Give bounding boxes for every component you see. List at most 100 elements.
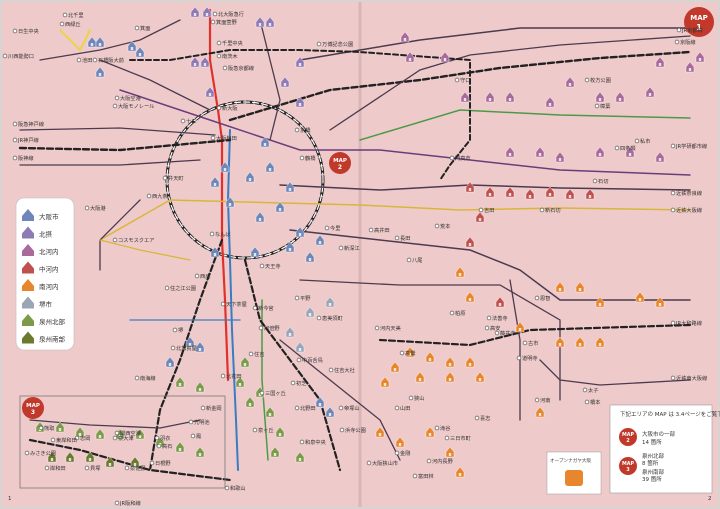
legend-label: 泉州北部	[39, 317, 66, 326]
station-label: 光明池	[194, 418, 210, 426]
station-label: JR京都線	[681, 26, 703, 34]
legend-house-icon	[22, 279, 34, 291]
station-kintetsu_minami: 近鉄南大阪線	[670, 374, 707, 382]
station-hankyu_kyoto: 阪急京都線	[222, 64, 254, 72]
house-marker-icon	[225, 196, 235, 208]
station-dot	[50, 437, 56, 443]
station-label: 住吉大社	[334, 366, 355, 374]
info-map3-desc4: 39 箇所	[642, 475, 662, 483]
station-dot	[670, 143, 676, 149]
station-bampaku: 万博記念公園	[316, 40, 353, 48]
legend-label: 大阪市	[39, 212, 59, 221]
station-label: 大阪港	[90, 204, 106, 212]
station-label: 箕面	[140, 24, 150, 32]
map2-badge-inline: MAP 2	[329, 152, 351, 174]
station-ishibashi: 石橋阪大前	[92, 56, 124, 64]
map2-badge-top: MAP	[333, 158, 347, 164]
house-marker-icon	[485, 91, 495, 103]
station-namba: なんば	[209, 230, 231, 238]
legend-house-icon	[22, 226, 34, 239]
station-sayama: 狭山	[408, 394, 424, 402]
house-marker-icon	[255, 16, 265, 28]
station-tadaoka: 忠岡	[74, 435, 90, 442]
station-label: 天王寺	[265, 263, 281, 270]
station-label: 三国ヶ丘	[265, 390, 286, 397]
house-marker-icon	[460, 91, 470, 103]
station-kumatori: 熊取	[38, 424, 55, 432]
station-label: 近鉄大阪線	[676, 206, 702, 214]
station-minoo_kayano: 箕面萱野	[210, 18, 238, 26]
house-marker-icon	[535, 146, 545, 158]
house-marker-icon	[325, 406, 335, 418]
station-sumiyoshitaisha: 住吉大社	[328, 366, 355, 374]
station-keihan: 京阪線	[674, 38, 696, 46]
station-label: 池田	[82, 56, 92, 64]
station-label: JR大和路線	[675, 319, 702, 327]
station-misakikoen: みさき公園	[24, 450, 56, 457]
house-marker-icon	[265, 161, 275, 173]
station-takayasu: 高安	[484, 324, 500, 332]
hankyu-kyoto-line	[299, 27, 691, 61]
station-kaizuka: 貝塚	[84, 464, 100, 472]
station-label: 高鷲	[405, 349, 415, 357]
station-dot	[220, 301, 226, 307]
station-dot	[594, 103, 600, 109]
legend-item: 泉州南部	[22, 331, 66, 344]
nose-electric-line	[59, 29, 91, 52]
house-marker-icon	[545, 96, 555, 108]
station-dot	[172, 327, 178, 333]
station-label: 阪急神戸線	[18, 120, 44, 128]
station-dot	[584, 399, 590, 405]
blue-line	[226, 129, 239, 471]
station-dot	[614, 145, 620, 151]
station-kashiwara: 柏原	[449, 309, 465, 317]
house-marker-icon	[210, 176, 220, 188]
house-marker-icon	[295, 96, 305, 108]
domyoji-line	[509, 279, 521, 421]
station-dot	[486, 315, 492, 321]
station-senrichuo: 千里中央	[216, 39, 244, 47]
house-marker-icon	[695, 51, 705, 63]
station-takaida: 高井田	[368, 226, 390, 234]
station-label: 恵美須町	[322, 314, 343, 322]
station-label: 高安	[490, 324, 500, 332]
station-label: 四条畷	[620, 144, 636, 152]
house-marker-icon	[555, 281, 565, 293]
house-marker-icon	[270, 446, 280, 458]
house-marker-icon	[202, 6, 212, 18]
house-marker-icon	[625, 146, 635, 158]
station-dot	[62, 12, 68, 18]
house-marker-icon	[275, 426, 285, 438]
station-shinosaka: 新大阪	[216, 104, 238, 112]
station-label: 古市	[528, 339, 538, 347]
nose-line	[39, 19, 181, 61]
station-label: 太子	[588, 386, 598, 394]
station-label: 日根野	[155, 459, 171, 467]
station-dot	[316, 41, 322, 47]
house-marker-icon	[465, 181, 475, 193]
station-dot	[406, 257, 412, 263]
station-kawachiamami: 河内天美	[374, 324, 401, 332]
station-moriguchi: 守口	[454, 76, 470, 84]
station-kishi: 喜志	[474, 414, 490, 422]
house-marker-icon	[175, 441, 185, 453]
station-label: 住之江公園	[170, 284, 196, 292]
station-label: 羽衣	[160, 434, 170, 442]
station-label: 近鉄南大阪線	[676, 374, 707, 382]
station-shinimamiya: 新今宮	[252, 304, 274, 312]
house-marker-icon	[135, 428, 145, 440]
station-kitaosakakyuko: 北大阪急行	[212, 10, 244, 18]
station-dot	[156, 443, 162, 449]
house-marker-icon	[565, 188, 575, 200]
station-dot	[394, 235, 400, 241]
station-dot	[12, 155, 18, 161]
station-dot	[112, 435, 118, 441]
station-nankai: 南海線	[134, 374, 156, 382]
house-marker-icon	[195, 381, 205, 393]
station-dot	[516, 355, 522, 361]
station-hozenji: 法善寺	[486, 314, 508, 322]
info-map3-desc1: 泉州北部	[642, 452, 665, 460]
info-map2-top: MAP	[622, 432, 634, 438]
station-kitanoda: 北野田	[294, 404, 316, 412]
